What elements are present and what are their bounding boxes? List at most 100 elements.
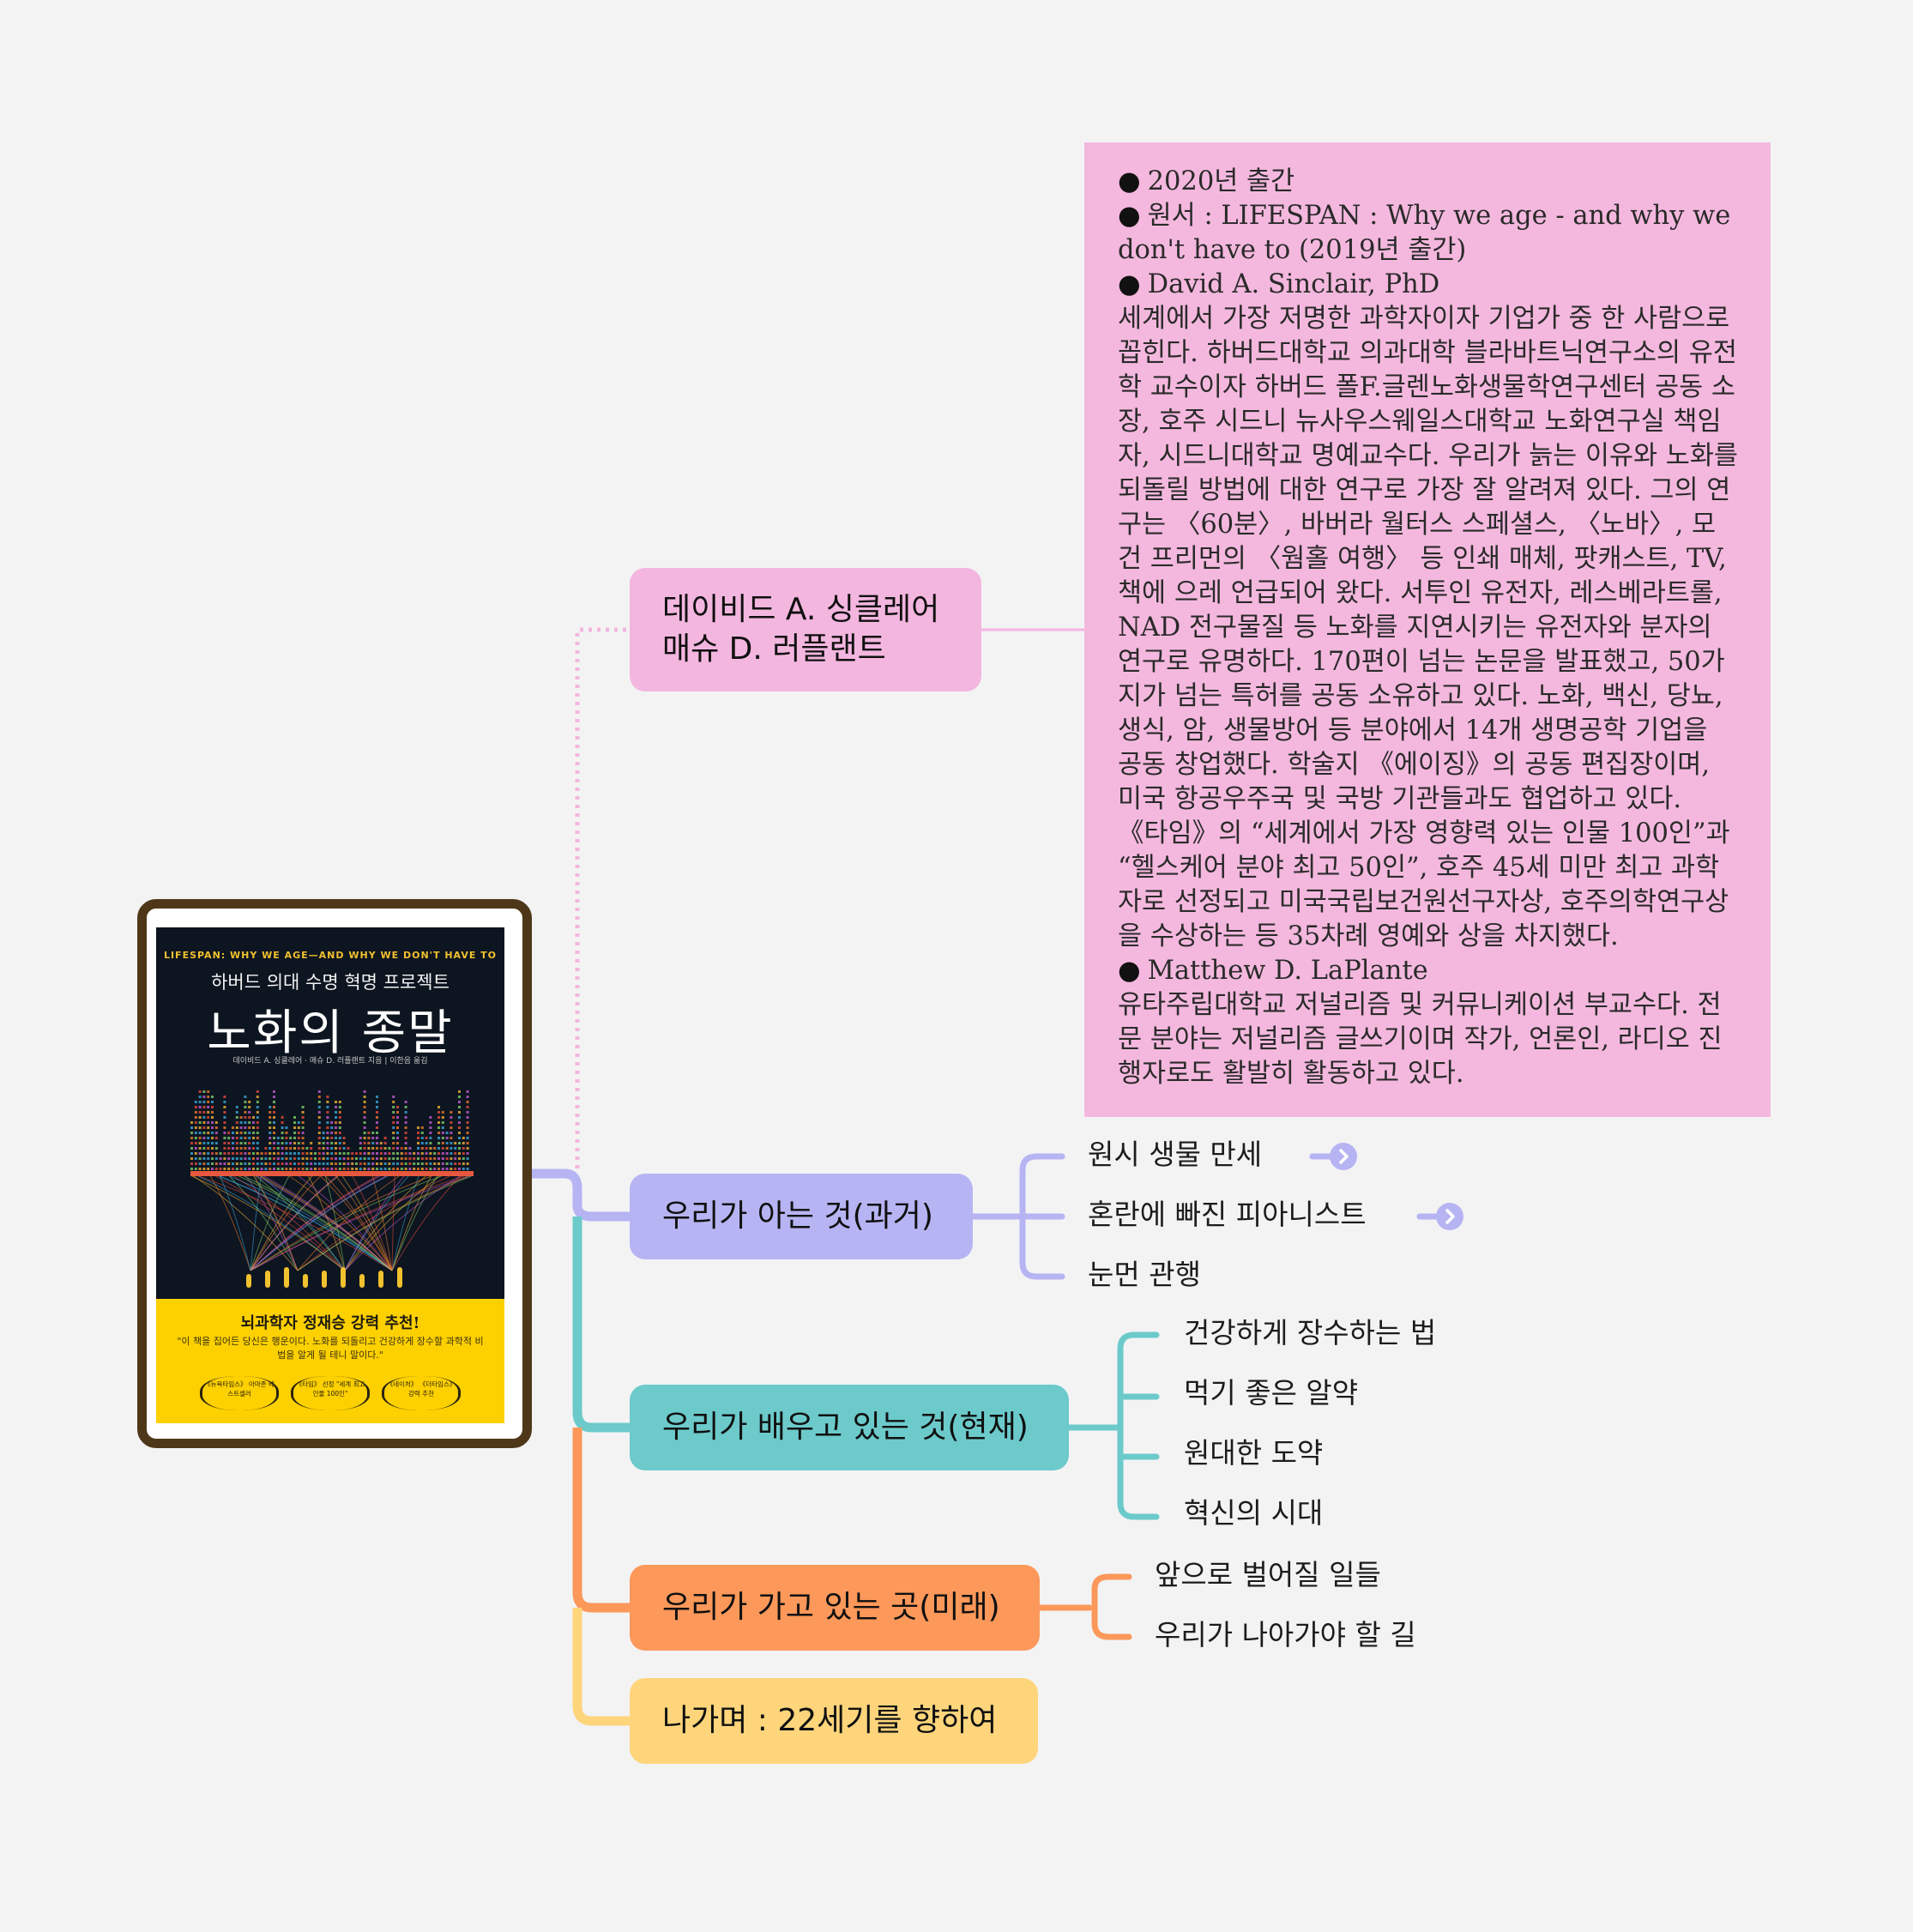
cover-art-dot xyxy=(260,1162,263,1165)
expand-icon[interactable] xyxy=(1436,1203,1463,1230)
cover-art-dot xyxy=(379,1147,383,1150)
cover-art-dot xyxy=(342,1142,346,1144)
cover-art-dot xyxy=(317,1096,321,1098)
cover-art-dot xyxy=(314,1162,317,1165)
expand-icon[interactable] xyxy=(1330,1143,1357,1170)
cover-art-dot xyxy=(239,1168,243,1170)
cover-art-dot xyxy=(269,1162,272,1165)
subtopic-present-3[interactable]: 원대한 도약 xyxy=(1184,1436,1324,1470)
bracket-future xyxy=(1036,1573,1132,1640)
cover-art-dot xyxy=(317,1142,321,1144)
cover-art-dot xyxy=(239,1147,243,1150)
cover-art-dot xyxy=(269,1126,272,1129)
cover-art-dot xyxy=(330,1137,334,1139)
cover-art-dot xyxy=(383,1162,387,1165)
laurel-badge: 《네이처》 《더타임스》 강력 추천 xyxy=(382,1376,461,1410)
cover-art-dot xyxy=(310,1147,313,1150)
topic-author[interactable]: 데이비드 A. 싱클레어 매슈 D. 러플랜트 xyxy=(630,568,981,691)
subtopic-present-4[interactable]: 혁신의 시대 xyxy=(1184,1496,1324,1530)
cover-art-strand xyxy=(219,1175,393,1271)
cover-art-dot xyxy=(441,1132,444,1134)
cover-art-dot xyxy=(429,1162,432,1165)
cover-art-dot xyxy=(450,1147,453,1150)
cover-art-dot xyxy=(211,1121,214,1124)
cover-art-dot xyxy=(293,1137,296,1139)
cover-english-title: LIFESPAN: WHY WE AGE—AND WHY WE DON'T HA… xyxy=(163,950,498,961)
cover-art-dot xyxy=(383,1147,387,1150)
cover-art-dot xyxy=(202,1168,206,1170)
cover-art-dot xyxy=(239,1152,243,1155)
note-bullet: Matthew D. LaPlante xyxy=(1118,954,1738,988)
cover-art-dot xyxy=(342,1137,346,1139)
cover-art-dot xyxy=(194,1101,197,1103)
cover-art-dot xyxy=(335,1152,337,1155)
subtopic-future-2[interactable]: 우리가 나아가야 할 길 xyxy=(1155,1618,1416,1651)
cover-art-dot xyxy=(207,1137,210,1139)
cover-art-dot xyxy=(301,1106,305,1108)
cover-art-dot xyxy=(214,1121,218,1124)
topic-future[interactable]: 우리가 가고 있는 곳(미래) xyxy=(630,1565,1040,1651)
cover-art-dot xyxy=(371,1142,375,1144)
cover-art-dot xyxy=(376,1096,378,1098)
bracket-present xyxy=(1065,1331,1160,1520)
cover-art-dot xyxy=(273,1126,275,1129)
cover-art-dot xyxy=(260,1157,263,1160)
topic-present[interactable]: 우리가 배우고 있는 것(현재) xyxy=(630,1385,1069,1470)
cover-art-dot xyxy=(408,1162,412,1165)
cover-art-dot xyxy=(396,1152,399,1155)
cover-art-strand xyxy=(220,1175,251,1271)
cover-art-strand xyxy=(344,1175,426,1271)
cover-art-dot xyxy=(214,1162,218,1165)
cover-art-dot xyxy=(276,1142,280,1144)
cover-art-dot xyxy=(404,1111,407,1114)
cover-art-dot xyxy=(371,1157,375,1160)
subtopic-past-2[interactable]: 혼란에 빠진 피아니스트 xyxy=(1088,1198,1367,1231)
cover-art-dot xyxy=(338,1137,341,1139)
cover-art-dot xyxy=(297,1152,300,1155)
cover-art-dot xyxy=(383,1168,387,1170)
cover-art-dot xyxy=(301,1121,305,1124)
cover-art-dot xyxy=(392,1132,395,1134)
cover-art-strand xyxy=(341,1175,393,1271)
cover-art-dot xyxy=(445,1152,449,1155)
cover-art-dot xyxy=(425,1147,428,1150)
cover-art-strand xyxy=(250,1175,471,1271)
cover-art-dot xyxy=(458,1142,461,1144)
cover-art-dot xyxy=(223,1168,226,1170)
cover-art-dot xyxy=(223,1106,226,1108)
topic-ending[interactable]: 나가며 : 22세기를 향하여 xyxy=(630,1678,1038,1764)
cover-art-dot xyxy=(450,1137,453,1139)
cover-art-dot xyxy=(297,1126,300,1129)
cover-art-dot xyxy=(383,1157,387,1160)
cover-art-dot xyxy=(363,1101,366,1103)
cover-art-dot xyxy=(458,1168,461,1170)
subtopic-present-2[interactable]: 먹기 좋은 알약 xyxy=(1184,1376,1359,1410)
cover-art-dot xyxy=(235,1142,238,1144)
cover-art-dot xyxy=(355,1168,358,1170)
cover-art-dot xyxy=(281,1142,284,1144)
subtopic-future-1[interactable]: 앞으로 벌어질 일들 xyxy=(1155,1558,1381,1591)
cover-art-dot xyxy=(359,1157,362,1160)
cover-art-dot xyxy=(223,1147,226,1150)
cover-art-dot xyxy=(417,1162,419,1165)
cover-art-dot xyxy=(417,1137,419,1139)
cover-art-strand xyxy=(250,1175,377,1271)
cover-art-dot xyxy=(252,1168,255,1170)
topic-past[interactable]: 우리가 아는 것(과거) xyxy=(630,1174,973,1259)
subtopic-past-1[interactable]: 원시 생물 만세 xyxy=(1088,1138,1263,1171)
cover-art-dot xyxy=(244,1157,247,1160)
cover-art-dot xyxy=(363,1147,366,1150)
cover-art-dot xyxy=(223,1096,226,1098)
cover-art-dot xyxy=(211,1162,214,1165)
cover-art-dot xyxy=(404,1137,407,1139)
cover-art-dot xyxy=(207,1090,210,1093)
cover-art-dot xyxy=(351,1152,354,1155)
cover-art-dot xyxy=(281,1132,284,1134)
cover-art-dot xyxy=(438,1137,440,1139)
cover-art-dot xyxy=(425,1168,428,1170)
cover-art-figure xyxy=(397,1267,402,1288)
cover-art-dot xyxy=(202,1137,206,1139)
subtopic-present-1[interactable]: 건강하게 장수하는 법 xyxy=(1184,1316,1437,1349)
subtopic-past-3[interactable]: 눈먼 관행 xyxy=(1088,1258,1201,1291)
cover-art-dot xyxy=(207,1121,210,1124)
